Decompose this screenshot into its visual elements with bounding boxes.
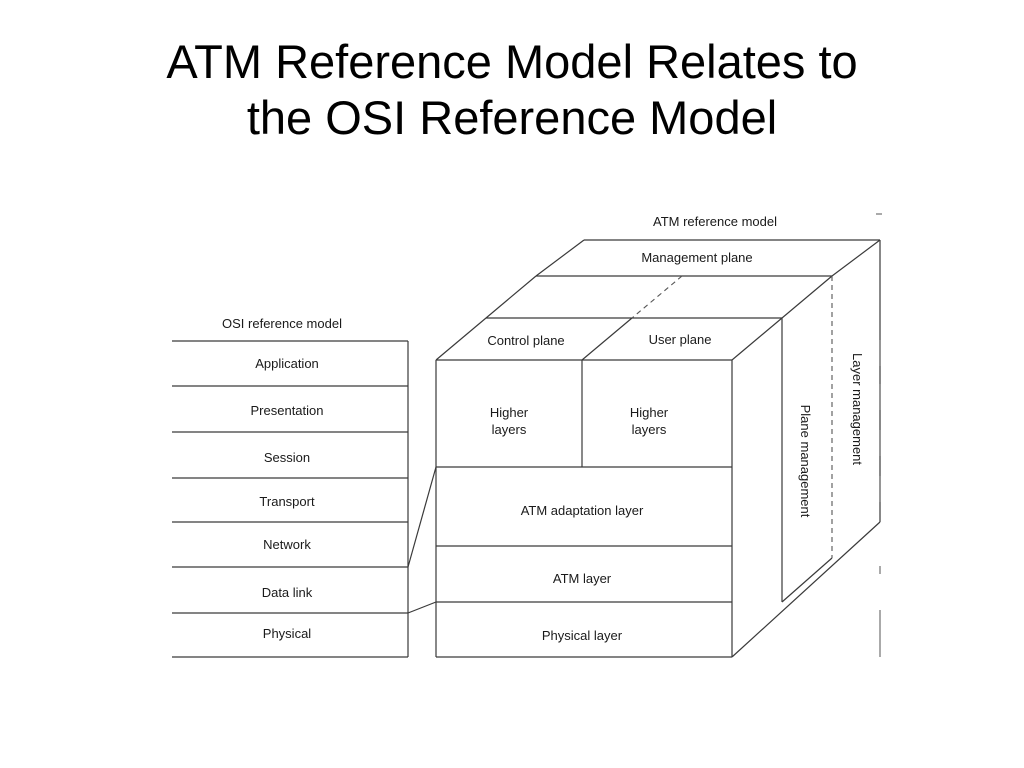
osi-layer-network: Network <box>263 537 311 552</box>
management-plane-slab <box>535 239 881 522</box>
atm-model: ATM reference model Management plane Con… <box>435 213 882 658</box>
osi-layer-physical: Physical <box>263 626 312 641</box>
management-plane-label: Management plane <box>641 250 752 265</box>
osi-layer-session: Session <box>264 450 310 465</box>
osi-layer-presentation: Presentation <box>251 403 324 418</box>
right-edge-ticks <box>876 213 882 657</box>
control-higher-layers-line-1: Higher <box>490 405 529 420</box>
osi-layer-transport: Transport <box>259 494 315 509</box>
osi-model: OSI reference model Application Presenta… <box>172 316 409 658</box>
atm-layer-label: ATM layer <box>553 571 612 586</box>
user-higher-layers-line-2: layers <box>632 422 667 437</box>
mapping-connectors <box>407 466 437 614</box>
osi-model-heading: OSI reference model <box>222 316 342 331</box>
cube-top-face <box>435 275 833 361</box>
plane-management-label: Plane management <box>798 405 813 518</box>
user-plane-label: User plane <box>649 332 712 347</box>
slide-title-line-2: the OSI Reference Model <box>246 91 778 144</box>
cube-side-faces <box>731 276 881 658</box>
osi-layer-data-link: Data link <box>262 585 313 600</box>
layer-management-label: Layer management <box>850 353 865 465</box>
osi-stack-lines <box>172 340 409 658</box>
slide-title-line-1: ATM Reference Model Relates to <box>166 35 858 88</box>
control-higher-layers-line-2: layers <box>492 422 527 437</box>
control-plane-label: Control plane <box>487 333 564 348</box>
atm-model-heading: ATM reference model <box>653 214 777 229</box>
cube-front-face <box>435 360 733 658</box>
slide-title: ATM Reference Model Relates to the OSI R… <box>0 34 1024 146</box>
atm-physical-layer-label: Physical layer <box>542 628 623 643</box>
user-higher-layers-line-1: Higher <box>630 405 669 420</box>
osi-layer-application: Application <box>255 356 319 371</box>
atm-adaptation-layer-label: ATM adaptation layer <box>521 503 644 518</box>
